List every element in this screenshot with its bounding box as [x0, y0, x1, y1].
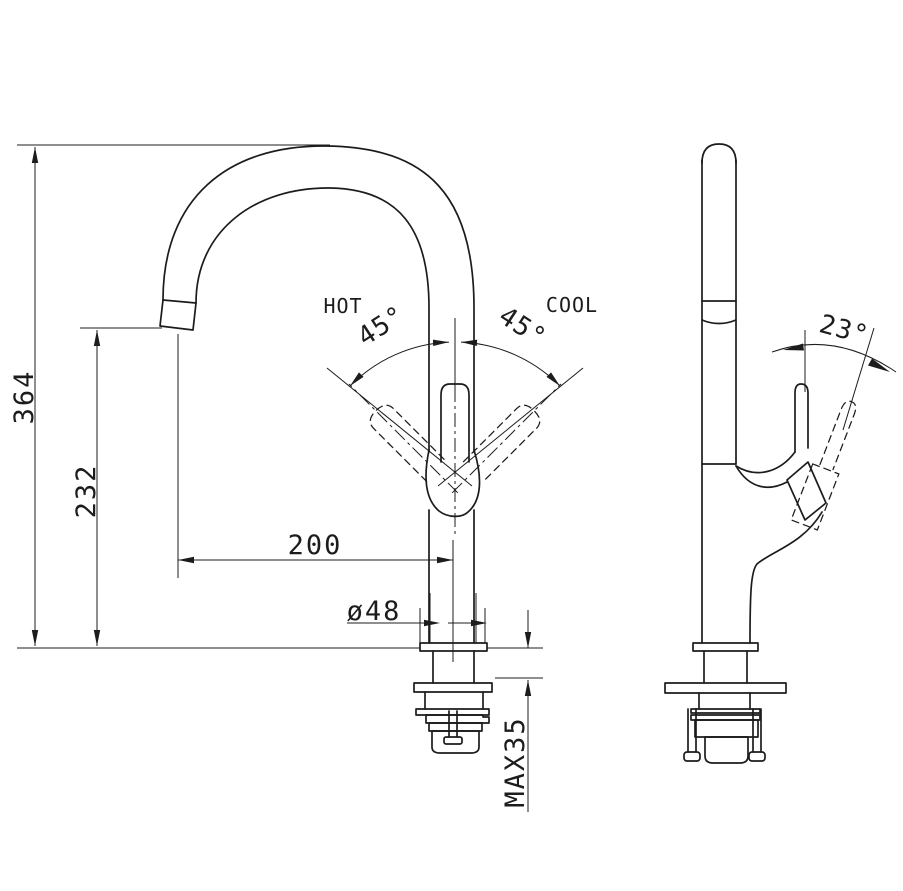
handle-lever-side [794, 383, 809, 453]
dim-total-height: 364 [9, 370, 40, 425]
aerator-tip [159, 299, 197, 331]
handle-swing-left-dashed [348, 383, 459, 494]
mounting-nut [425, 714, 490, 724]
base-flange-side [692, 642, 759, 652]
dim-spout-height: 232 [71, 464, 102, 519]
control-hub [425, 449, 481, 518]
dimension-annotations: HOT COOL 45° 45° 23° 364 232 200 ø48 MAX… [9, 144, 897, 812]
supply-cup-side [704, 736, 749, 764]
front-view [159, 145, 562, 754]
tilt-arc [771, 343, 897, 373]
swing-axis-right-extension [437, 367, 584, 487]
deck-plate [413, 682, 493, 693]
aerator-joint-line [162, 299, 197, 304]
dim-spout-reach: 200 [288, 530, 343, 561]
side-view [664, 143, 857, 764]
base-mount-side [664, 642, 787, 764]
stud-foot-left [683, 751, 701, 762]
stud-foot-right [748, 751, 766, 762]
swing-arc-left [349, 339, 450, 387]
dim-base-diameter: ø48 [347, 596, 402, 627]
spout-top-cap [701, 143, 737, 164]
dim-max-thickness: MAX35 [500, 716, 531, 807]
side-body [701, 143, 827, 644]
supply-cup [431, 730, 480, 754]
spout-ring-lower [701, 319, 737, 325]
stud-foot [443, 736, 463, 745]
dim-swing-right: 45° [493, 301, 551, 353]
handle-swing-right-dashed [451, 383, 562, 494]
label-hot: HOT [323, 294, 362, 318]
label-cool: COOL [546, 293, 598, 317]
spout-outline [159, 145, 481, 644]
deck-plate-side [664, 682, 787, 694]
mounting-nut-side [694, 719, 759, 738]
swing-axis-left-extension [326, 367, 473, 487]
swing-arc-right [460, 339, 561, 387]
washer [415, 708, 490, 716]
handle-tilt-dashed [790, 400, 857, 531]
tilt-axis-extension [842, 327, 875, 431]
handle-hub-side [786, 461, 827, 521]
